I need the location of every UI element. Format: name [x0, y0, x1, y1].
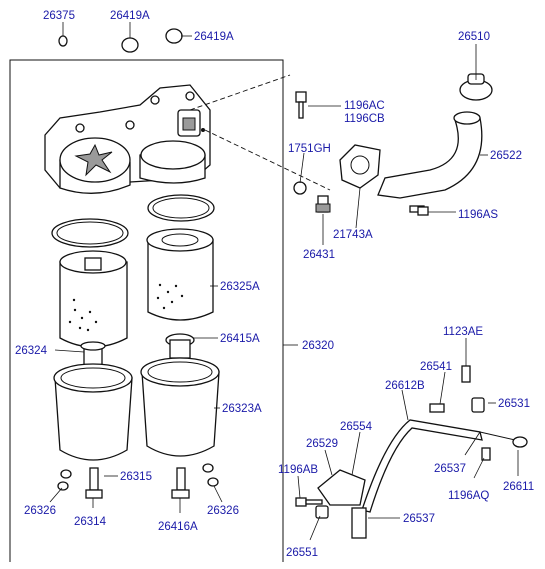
label-26612b: 26612B — [385, 380, 425, 392]
washer-right-2 — [207, 477, 219, 487]
label-26531: 26531 — [498, 398, 530, 410]
filter-element-left — [59, 250, 128, 348]
leader-lines — [49, 22, 519, 541]
label-26325a: 26325A — [220, 281, 260, 293]
bracket-26529 — [317, 469, 366, 506]
grommet-26531 — [471, 397, 485, 413]
filter-case-right — [140, 357, 220, 457]
filter-head-bracket — [44, 84, 211, 194]
part-labels: 26375 26419A 26419A 26510 1196AC 1196CB … — [15, 10, 534, 559]
label-1196cb: 1196CB — [344, 113, 385, 125]
dipstick-guide-26612b — [351, 419, 483, 539]
filter-case-left — [53, 363, 133, 461]
label-26611: 26611 — [503, 481, 534, 493]
label-26537-upper: 26537 — [434, 463, 466, 475]
seal-26375 — [58, 35, 68, 47]
bolt-1196as — [409, 205, 429, 216]
label-26315: 26315 — [120, 471, 152, 483]
label-1196aq: 1196AQ — [448, 490, 489, 502]
label-26314: 26314 — [74, 516, 107, 528]
label-26554: 26554 — [340, 421, 373, 433]
assembly-frame — [9, 59, 284, 562]
label-1196ab: 1196AB — [278, 464, 318, 476]
label-26537-lower: 26537 — [403, 513, 435, 525]
bolt-1196aq — [481, 447, 491, 461]
label-21743a: 21743A — [333, 229, 373, 241]
label-26510: 26510 — [458, 31, 490, 43]
clamp-26541 — [429, 403, 445, 413]
filter-gasket-right — [147, 194, 215, 222]
oil-pressure-switch-26431 — [293, 181, 331, 213]
label-1196ac: 1196AC — [344, 100, 385, 112]
label-26323a: 26323A — [222, 403, 262, 415]
washer-right — [202, 463, 214, 473]
gasket-21743a — [339, 144, 381, 189]
drain-bolt-left — [85, 467, 103, 499]
label-26375: 26375 — [43, 10, 75, 22]
clip-26551 — [315, 505, 329, 519]
filter-gasket-left — [51, 218, 129, 248]
bolt-1123ae — [461, 365, 471, 383]
bolt-1196ac — [295, 91, 307, 119]
oil-filler-cap-26510 — [459, 73, 493, 101]
filter-element-right — [146, 228, 214, 321]
oil-level-gauge-26611 — [479, 431, 528, 448]
oil-filler-pipe-26522 — [377, 111, 483, 199]
o-ring-26419a-small — [165, 28, 183, 44]
drain-bolt-right — [171, 467, 190, 499]
label-26522: 26522 — [490, 150, 522, 162]
label-26320: 26320 — [302, 340, 334, 352]
label-1751gh: 1751GH — [288, 143, 331, 155]
label-26529: 26529 — [306, 438, 338, 450]
label-26541: 26541 — [420, 361, 452, 373]
label-26415a: 26415A — [220, 333, 260, 345]
label-26416a: 26416A — [158, 521, 198, 533]
bolt-1196ab — [295, 497, 323, 507]
label-26419a-right: 26419A — [194, 31, 234, 43]
washer-left — [60, 469, 72, 479]
label-26419a-left: 26419A — [110, 10, 150, 22]
label-26326-right: 26326 — [207, 505, 239, 517]
label-26326-left: 26326 — [24, 505, 56, 517]
label-26551: 26551 — [286, 547, 318, 559]
bypass-valve-26415a — [165, 333, 195, 359]
o-ring-26419a-large — [121, 37, 139, 53]
label-26431: 26431 — [303, 249, 335, 261]
washer-left-2 — [57, 481, 69, 491]
relief-valve-26324 — [80, 341, 106, 367]
label-1123ae: 1123AE — [443, 326, 483, 338]
label-26324: 26324 — [15, 345, 48, 357]
label-1196as: 1196AS — [458, 209, 498, 221]
